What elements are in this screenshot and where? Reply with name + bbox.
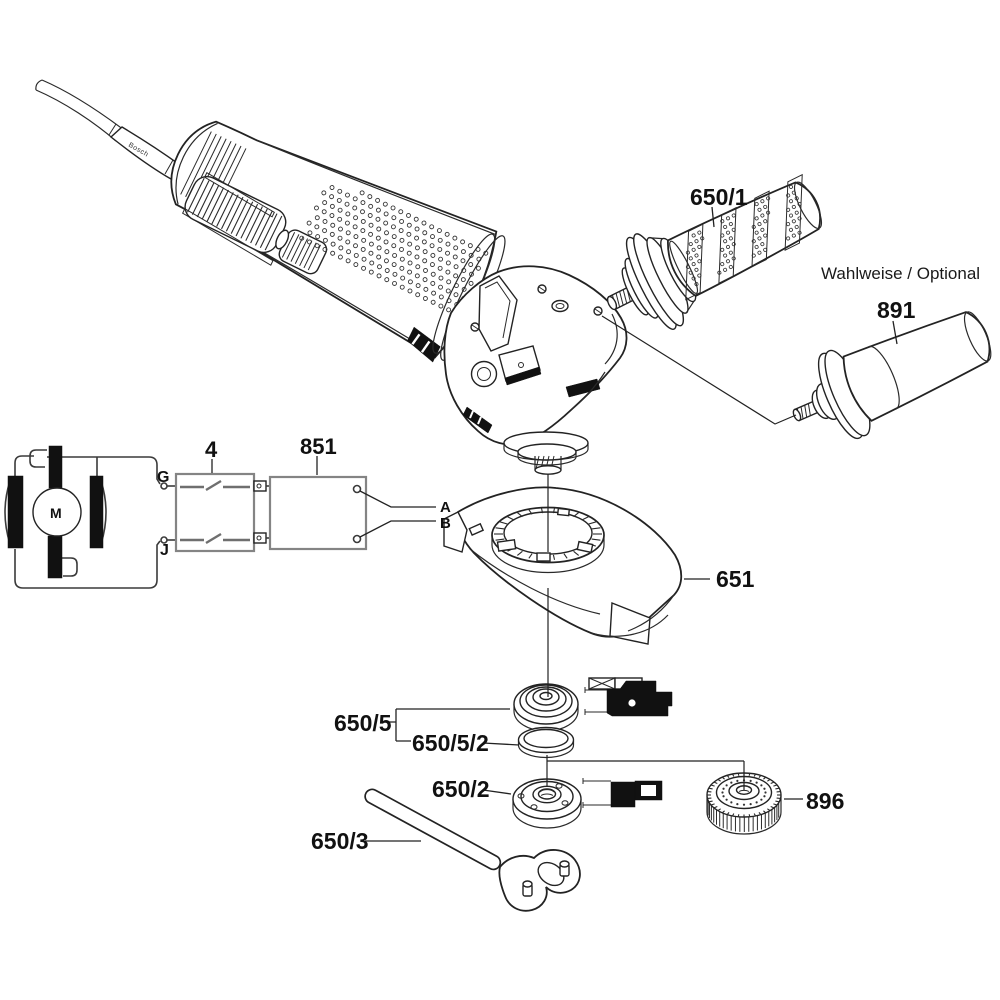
clamping-nut-650-2 (512, 778, 582, 829)
motor-symbol (32, 487, 82, 537)
carbon-brush (89, 475, 104, 549)
threaded-spindle (534, 455, 562, 475)
collar-teeth (494, 508, 602, 560)
module-box (268, 475, 368, 551)
label-lead-a: A (440, 499, 451, 516)
nut-face-dots (721, 779, 767, 806)
mounting-pictogram-nut (582, 778, 663, 808)
handle-grip (667, 181, 822, 297)
vent-holes (299, 185, 489, 317)
switch-ribs (281, 232, 321, 271)
label-part-650-3: 650/3 (311, 828, 369, 854)
label-part-651: 651 (716, 566, 755, 592)
handle-mount-boss (470, 360, 498, 388)
switch-box (174, 472, 256, 553)
mounting-pictogram-flange (584, 677, 673, 717)
field-coil (47, 535, 63, 579)
grinder-body (170, 120, 506, 363)
backing-flange-650-5 (513, 683, 579, 732)
motor-label: M (50, 505, 62, 521)
flange-ring-650-5-2 (517, 726, 575, 759)
label-optional-note: Wahlweise / Optional (821, 264, 980, 283)
label-part-650-5: 650/5 (334, 710, 392, 736)
grip-knurling (685, 173, 803, 301)
label-part-896: 896 (806, 788, 844, 814)
label-part-650-1: 650/1 (690, 184, 748, 210)
nut-side-ribs (707, 800, 780, 832)
slider-ribs (187, 177, 283, 251)
label-leader-lines (211, 206, 898, 842)
optional-handle-891 (792, 311, 992, 440)
brush-cover (462, 406, 493, 434)
wiring-schematic: M (4, 445, 436, 589)
side-handle-650-1 (606, 173, 823, 330)
pin-spanner-650-3 (364, 788, 581, 912)
quick-clamping-nut-896 (706, 772, 782, 835)
guard-mount-tab (443, 511, 468, 553)
label-terminal-j: J (160, 542, 169, 559)
assembly-axis-lines (546, 315, 797, 790)
nut-knurl-ticks (707, 773, 781, 817)
handle-grip (842, 311, 991, 422)
lock-button (275, 229, 290, 250)
power-cord: Bosch (35, 79, 181, 180)
label-terminal-g: G (157, 469, 169, 486)
carbon-brush (7, 475, 24, 549)
label-part-650-2: 650/2 (432, 776, 490, 802)
label-lead-b: B (440, 515, 451, 532)
label-part-650-5-2: 650/5/2 (412, 730, 489, 756)
wheel-guard-651 (443, 486, 683, 645)
label-part-851: 851 (300, 434, 337, 459)
label-part-891: 891 (877, 297, 916, 323)
label-part-4: 4 (205, 437, 218, 462)
field-coil (48, 445, 63, 489)
spindle-lock-button (551, 299, 569, 313)
gear-head (443, 265, 628, 475)
